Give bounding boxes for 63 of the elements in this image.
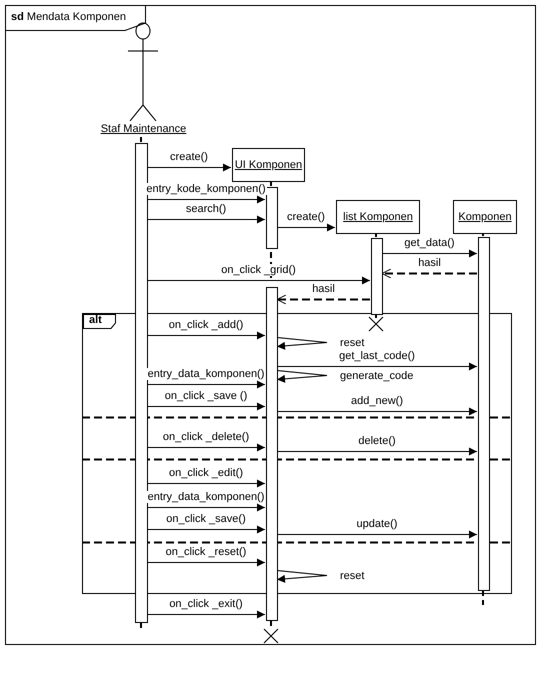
message-arrow [146,402,266,410]
message-arrow [146,526,266,534]
message-label: create() [169,150,209,162]
message-label: create() [286,210,326,222]
message-arrow [276,408,478,416]
message-label: hasil [417,256,442,268]
message-label: get_last_code() [338,350,416,362]
message-label: on_click _save() [165,512,247,524]
message-arrow [146,444,266,452]
message-arrow [146,558,266,566]
message-label: on_click _edit() [168,466,244,478]
activation-bar [478,237,490,591]
object-box [336,200,420,234]
object-box [453,200,517,234]
message-label: delete() [357,434,397,446]
message-label: add_new() [350,394,404,406]
object-name: list Komponen [343,211,413,223]
message-arrow [146,380,266,388]
message-arrow [146,276,370,284]
message-label: on_click _exit() [168,598,244,610]
message-label: on_click _save () [164,390,248,402]
fragment-operator: alt [89,314,102,327]
message-label: on_click _delete() [162,430,250,442]
activation-bar [135,143,148,623]
self-message-arrow [276,337,328,350]
activation-bar [371,238,383,315]
message-label: entry_data_komponen() [146,368,266,380]
message-label: on_click _grid() [220,264,297,276]
return-message-arrow [382,268,477,278]
message-label: update() [356,518,398,530]
object-name: Komponen [458,211,512,223]
actor-name: Staf Maintenance [100,123,188,136]
self-message-arrow [276,370,328,383]
message-arrow [146,164,232,172]
message-label: on_click _add() [168,318,244,330]
message-label: search() [184,202,228,214]
activation-bar [266,187,278,249]
message-arrow [146,610,266,618]
self-message-arrow [276,570,328,583]
message-arrow [146,216,266,224]
message-label: reset [339,336,366,348]
object-name: UI Komponen [234,159,302,171]
message-arrow [146,480,266,488]
message-label: on_click _reset() [164,546,248,558]
frame-title: sd Mendata Komponen [11,11,126,24]
message-arrow [146,196,266,204]
message-arrow [276,224,336,232]
message-arrow [276,530,478,538]
message-label: get_data() [403,236,456,248]
message-arrow [382,250,478,258]
message-label: entry_kode_komponen() [145,182,267,194]
message-label: generate_code [339,370,414,382]
message-arrow [146,332,266,340]
diagram-frame [5,5,536,645]
message-arrow [146,504,266,512]
message-label: entry_data_komponen() [146,490,266,502]
message-arrow [276,448,478,456]
return-message-arrow [276,294,370,304]
message-label: hasil [311,282,336,294]
message-arrow [276,362,478,370]
message-label: reset [339,570,366,582]
object-box [232,148,305,182]
activation-bar [266,287,278,621]
